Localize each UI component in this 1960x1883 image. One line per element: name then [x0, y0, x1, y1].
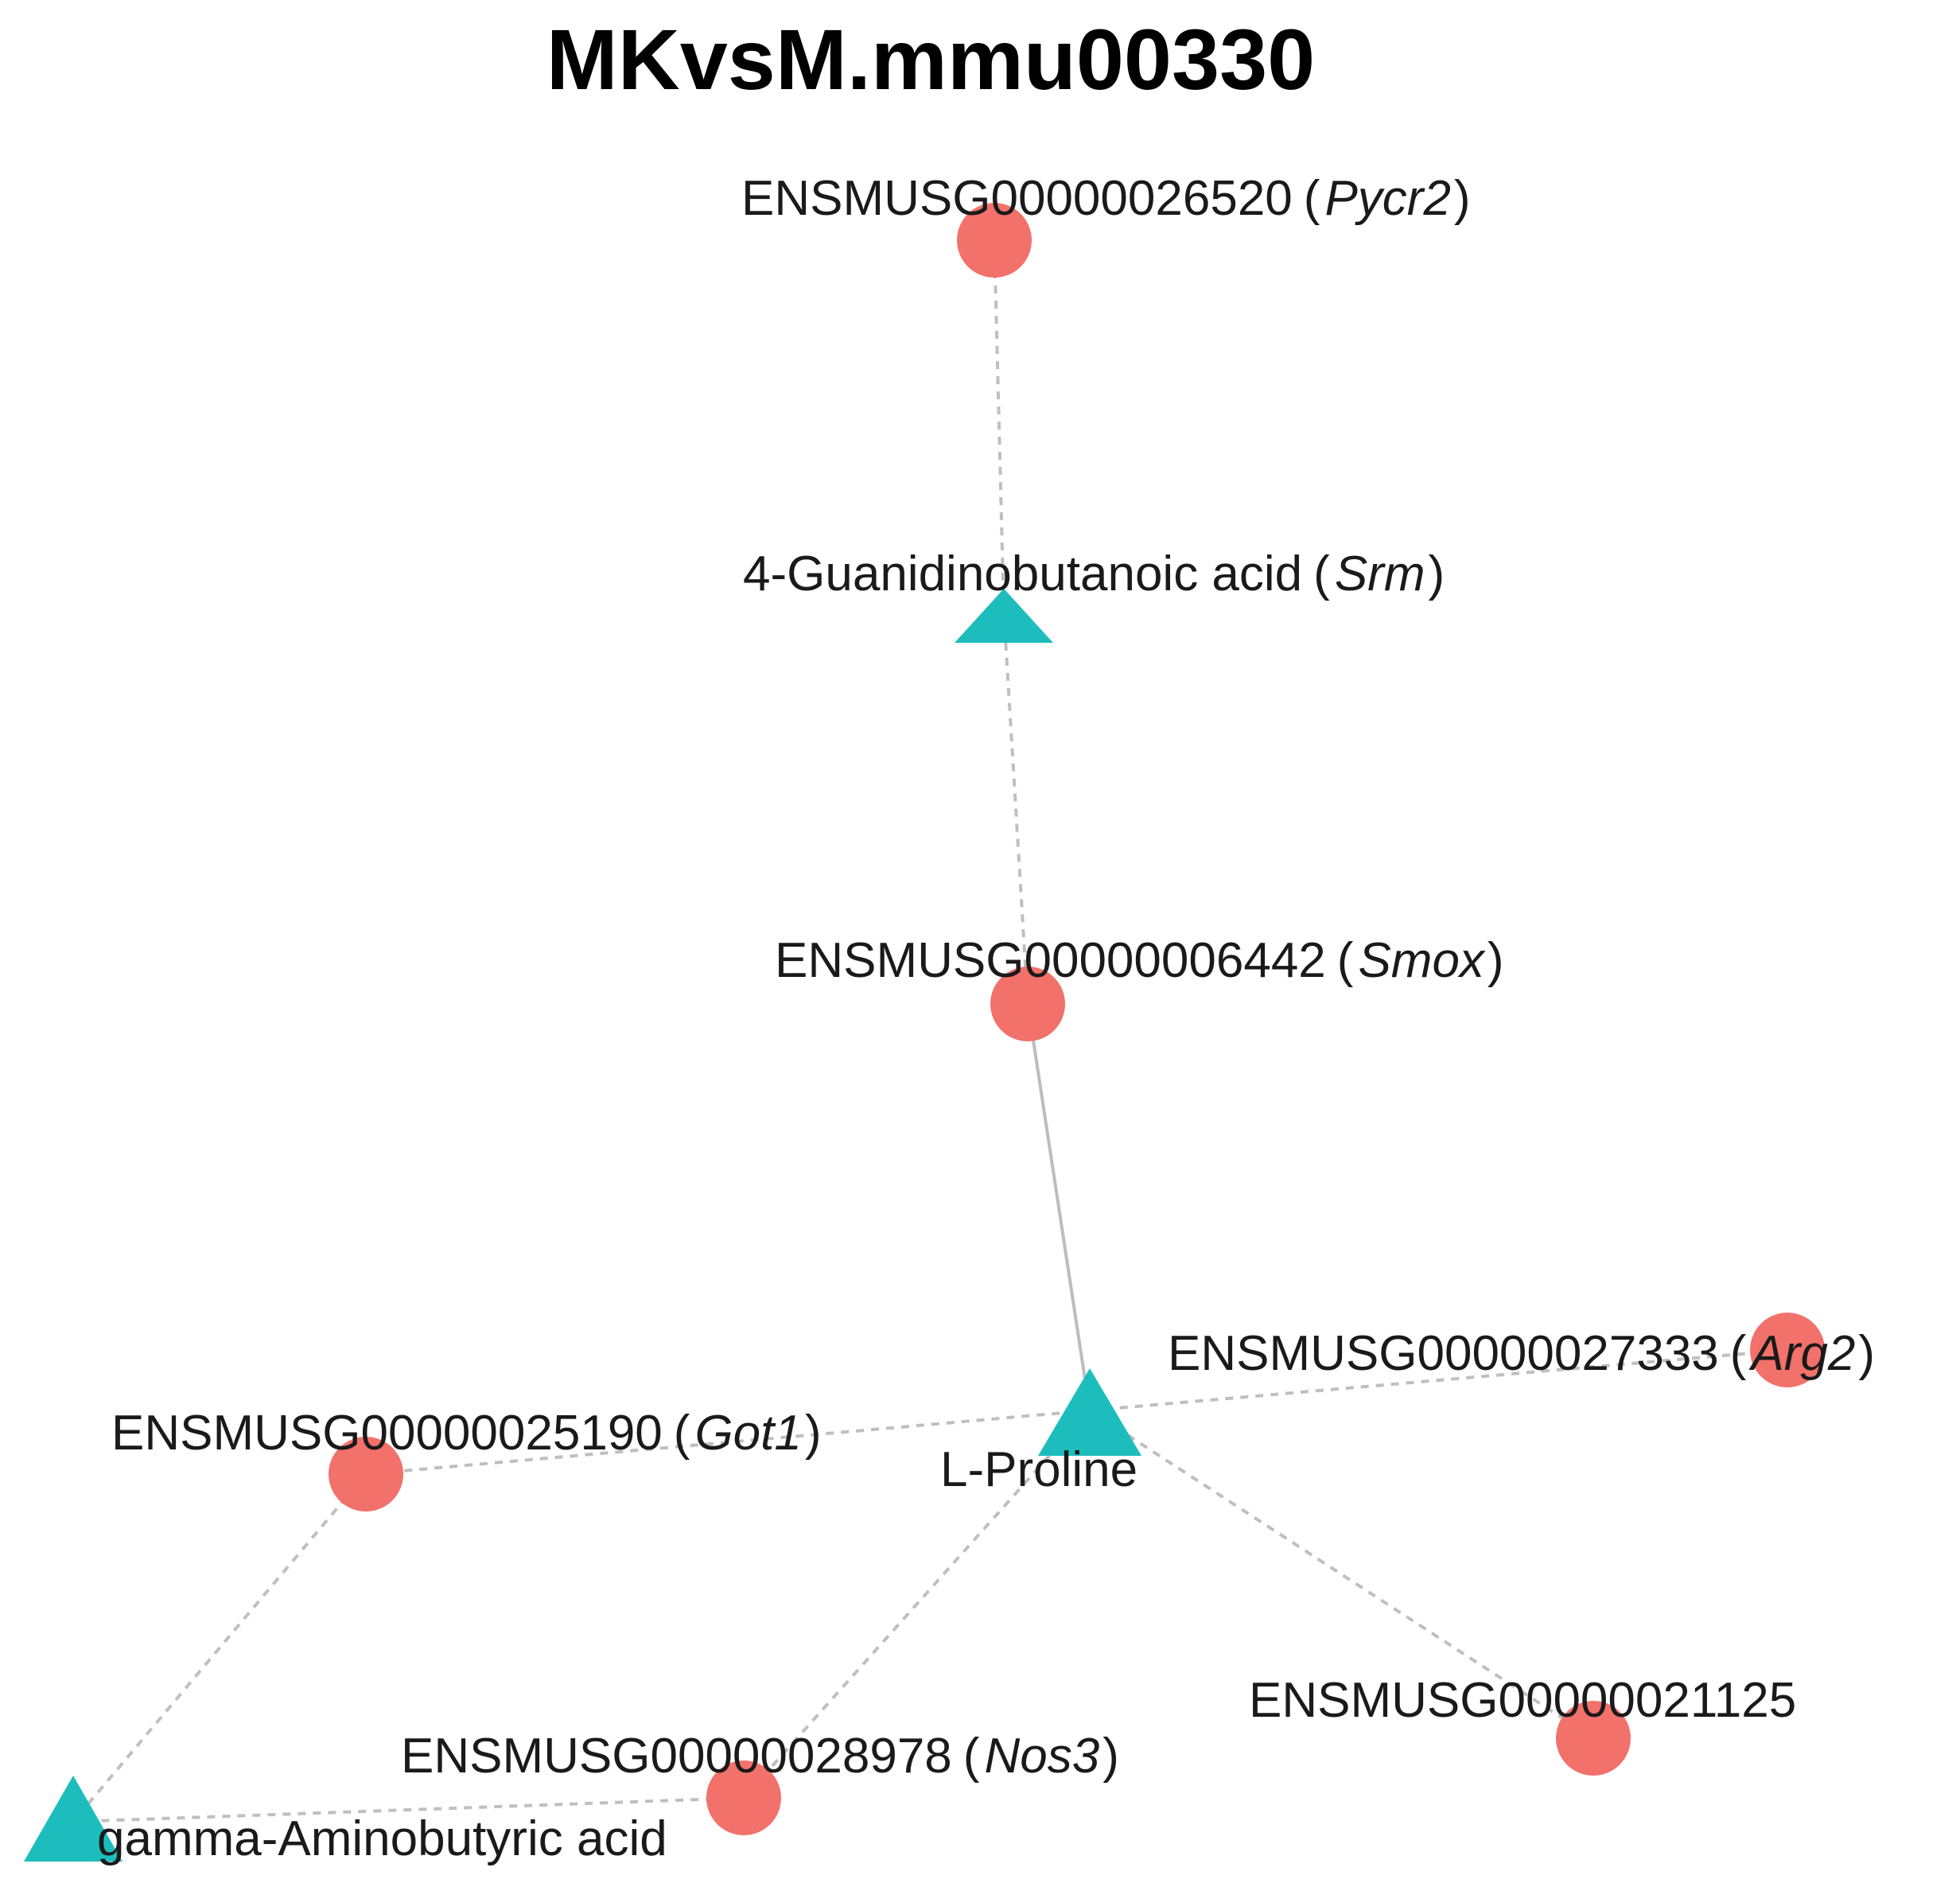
label-arg2-open: ( [1730, 1326, 1747, 1381]
label-arg2-symbol: Arg2 [1748, 1326, 1855, 1381]
edge-proline-got1 [365, 1409, 1091, 1476]
label-smox: ENSMUSG00000006442(Smox) [775, 933, 1504, 988]
compound-node-guanidinobutanoic-acid[interactable] [955, 589, 1053, 643]
label-got1: ENSMUSG00000025190(Got1) [111, 1406, 822, 1461]
edge-guanidino-smox [1002, 612, 1029, 1005]
label-guanidino-close: ) [1428, 547, 1445, 601]
gene-node-gene21125[interactable] [1556, 1701, 1631, 1776]
edge-proline-nos3 [742, 1409, 1091, 1799]
label-smox-open: ( [1337, 933, 1354, 988]
label-gene21125: ENSMUSG00000021125 [1249, 1673, 1796, 1728]
gene-node-got1[interactable] [329, 1437, 403, 1511]
label-nos3-id: ENSMUSG00000028978 [401, 1729, 952, 1784]
label-nos3-close: ) [1102, 1729, 1119, 1784]
label-nos3-open: ( [963, 1729, 980, 1784]
label-gene21125-id: ENSMUSG00000021125 [1249, 1673, 1796, 1728]
edges [72, 239, 1788, 1823]
label-got1-id: ENSMUSG00000025190 [111, 1406, 663, 1461]
label-pycr2-open: ( [1304, 171, 1320, 226]
label-pycr2-close: ) [1454, 171, 1471, 226]
label-got1-close: ) [805, 1406, 822, 1461]
label-got1-symbol: Got1 [694, 1406, 801, 1461]
gene-node-arg2[interactable] [1750, 1313, 1825, 1387]
edge-pycr2-guanidino [993, 239, 1005, 613]
labels: ENSMUSG00000026520(Pycr2) 4-Guanidinobut… [97, 171, 1875, 1866]
label-guanidino-open: ( [1313, 547, 1330, 601]
label-arg2: ENSMUSG00000027333(Arg2) [1168, 1326, 1875, 1381]
label-smox-close: ) [1488, 933, 1504, 988]
label-smox-id: ENSMUSG00000006442 [775, 933, 1326, 988]
label-gaba: gamma-Aminobutyric acid [97, 1811, 667, 1866]
label-arg2-close: ) [1858, 1326, 1875, 1381]
compound-node-gaba[interactable] [24, 1776, 122, 1862]
label-l-proline: L-Proline [940, 1442, 1138, 1497]
label-pycr2-symbol: Pycr2 [1324, 171, 1450, 226]
compound-node-l-proline[interactable] [1038, 1368, 1141, 1456]
gene-node-nos3[interactable] [706, 1760, 781, 1835]
label-pycr2: ENSMUSG00000026520(Pycr2) [741, 171, 1471, 226]
label-nos3-symbol: Nos3 [984, 1729, 1099, 1784]
label-guanidino-symbol: Srm [1335, 547, 1425, 601]
edge-smox-proline [1026, 1003, 1091, 1411]
diagram-title: MKvsM.mmu00330 [546, 11, 1315, 107]
label-guanidinobutanoic-acid: 4-Guanidinobutanoic acid(Srm) [743, 547, 1445, 601]
label-nos3: ENSMUSG00000028978(Nos3) [401, 1729, 1119, 1784]
label-arg2-id: ENSMUSG00000027333 [1168, 1326, 1719, 1381]
edge-proline-arg2 [1089, 1348, 1788, 1412]
label-guanidino-name: 4-Guanidinobutanoic acid [743, 547, 1302, 601]
label-pycr2-id: ENSMUSG00000026520 [741, 171, 1293, 226]
edge-got1-gaba [72, 1473, 368, 1823]
nodes [24, 203, 1825, 1862]
edge-nos3-gaba [72, 1796, 745, 1823]
edge-proline-gene21125 [1088, 1409, 1595, 1740]
gene-node-pycr2[interactable] [957, 203, 1032, 278]
gene-node-smox[interactable] [990, 967, 1065, 1041]
label-smox-symbol: Smox [1358, 933, 1485, 988]
label-got1-open: ( [674, 1406, 690, 1461]
